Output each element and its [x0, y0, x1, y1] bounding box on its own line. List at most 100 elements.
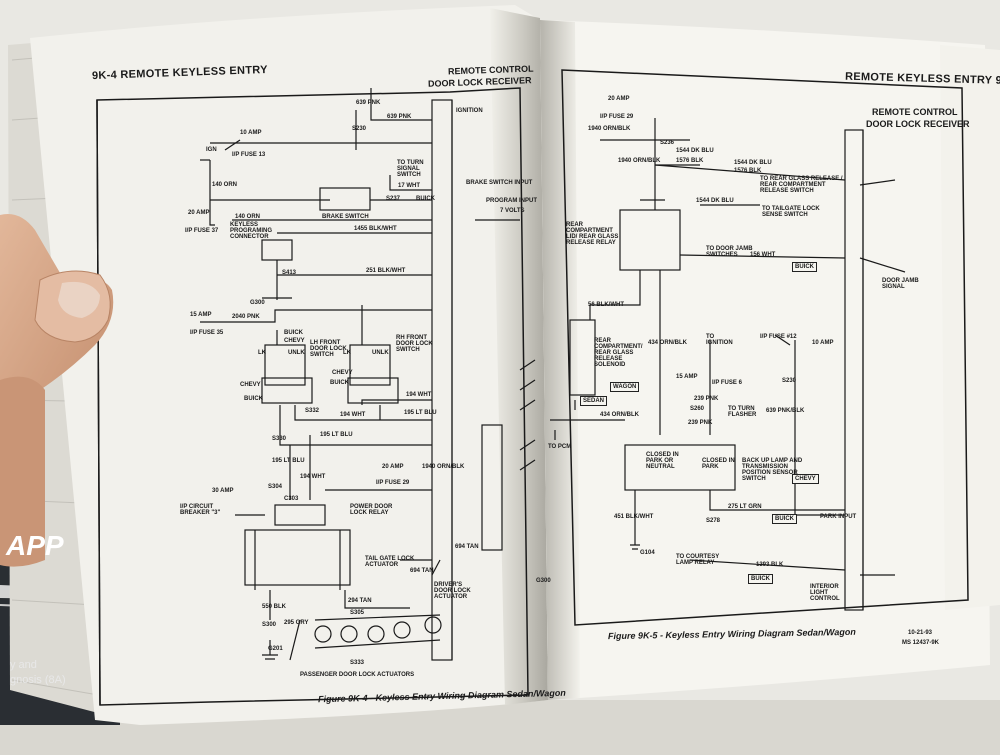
component-label: LH FRONT DOOR LOCK SWITCH	[310, 340, 347, 358]
wire-label: 2040 PNK	[232, 314, 260, 320]
wire-label: 194 WHT	[340, 412, 366, 418]
option-badge: CHEVY	[792, 474, 819, 484]
wire-label: 195 LT BLU	[320, 432, 353, 438]
switch-lk: LK	[343, 350, 351, 356]
wire-label: 1544 DK BLU	[676, 148, 714, 154]
wire-label: 140 ORN	[235, 214, 261, 220]
wire-label: 17 WHT	[398, 183, 421, 189]
right-wiring	[550, 118, 906, 611]
fuse-label: 10 AMP	[240, 130, 262, 136]
wire-label: 639 PNK/BLK	[766, 408, 805, 414]
wire-label: 295 GRY	[284, 620, 309, 626]
date-code: 10-21-93	[908, 630, 933, 636]
wire-label: 1455 BLK/WHT	[354, 226, 397, 232]
wire-label: TO TURN FLASHER	[728, 406, 757, 418]
splice-label: S230	[352, 126, 367, 132]
option-badge: BUICK	[748, 574, 773, 584]
left-page	[30, 5, 548, 725]
component-label: PASSENGER DOOR LOCK ACTUATORS	[300, 672, 415, 678]
component-label: KEYLESS PROGRAMING CONNECTOR	[230, 222, 272, 240]
ground-label: G300	[250, 300, 265, 306]
component-label: TAIL GATE LOCK ACTUATOR	[365, 556, 415, 568]
fuse-label: I/P FUSE 29	[600, 114, 634, 120]
wire-label: 434 ORN/BLK	[600, 412, 640, 418]
wire-label: 694 TAN	[410, 568, 434, 574]
splice-label: S237	[386, 196, 401, 202]
splice-label: S260	[690, 406, 705, 412]
wire-label: 275 LT GRN	[728, 504, 762, 510]
wire-label: CHEVY	[240, 382, 261, 388]
fuse-label: 20 AMP	[382, 464, 404, 470]
option-badge: WAGON	[610, 382, 640, 392]
wire-label: 156 WHT	[750, 252, 776, 258]
wire-label: 239 PNK	[694, 396, 719, 402]
hand	[0, 214, 114, 567]
cover-big-letters: APP	[6, 530, 64, 561]
wire-label: 1940 ORN/BLK	[588, 126, 631, 132]
splice-label: S413	[282, 270, 297, 276]
splice-label: S332	[305, 408, 320, 414]
wire-label: 1940 ORN/BLK	[618, 158, 661, 164]
wire-label: TO TURN SIGNAL SWITCH	[397, 160, 424, 178]
wire-label: CHEVY	[284, 338, 305, 344]
wire-label: 639 PNK	[356, 100, 381, 106]
right-page	[540, 20, 990, 700]
wire-label: 1393 BLK	[756, 562, 784, 568]
wire-label: IGNITION	[456, 108, 483, 114]
wire-label: PARK INPUT	[820, 514, 857, 520]
option-badge: SEDAN	[580, 396, 608, 406]
wire-label: 451 BLK/WHT	[614, 514, 654, 520]
wire-label: BRAKE SWITCH INPUT	[466, 180, 533, 186]
fuse-label: I/P FUSE 13	[232, 152, 266, 158]
splice-label: S236	[660, 140, 675, 146]
wire-label: TO PCM	[548, 444, 572, 450]
fuse-label: I/P FUSE #12	[760, 334, 797, 340]
breaker-label: I/P CIRCUIT BREAKER "3"	[180, 504, 221, 516]
connector-label: C303	[284, 496, 299, 502]
ground-label: G300	[536, 578, 551, 584]
fuse-label: 15 AMP	[190, 312, 212, 318]
wire-label: 434 ORN/BLK	[648, 340, 688, 346]
wire-label: 1576 BLK	[676, 158, 704, 164]
wire-label: TO DOOR JAMB SWITCHES	[706, 246, 753, 258]
ground-label: G201	[268, 646, 283, 652]
wire-label: TO TAILGATE LOCK SENSE SWITCH	[762, 206, 820, 218]
ground-label: G104	[640, 550, 655, 556]
component-label: POWER DOOR LOCK RELAY	[350, 504, 393, 516]
wire-label: PROGRAM INPUT	[486, 198, 537, 204]
wire-label: CHEVY	[332, 370, 353, 376]
switch-lk: LK	[258, 350, 266, 356]
switch-label: CLOSED IN PARK	[702, 458, 735, 470]
splice-label: S278	[706, 518, 721, 524]
right-module-title-2: DOOR LOCK RECEIVER	[866, 119, 970, 129]
wire-label: 7 VOLTS	[500, 208, 525, 214]
wire-label: BUICK	[330, 380, 349, 386]
fuse-label: 30 AMP	[212, 488, 234, 494]
wire-label: 550 BLK	[262, 604, 287, 610]
fuse-label: 20 AMP	[608, 96, 630, 102]
wire-label: TO COURTESY LAMP RELAY	[676, 554, 720, 566]
wire-label: BUICK	[244, 396, 263, 402]
wire-label: 195 LT BLU	[272, 458, 305, 464]
splice-label: S333	[350, 660, 365, 666]
switch-label: CLOSED IN PARK OR NEUTRAL	[646, 452, 679, 470]
component-label: RH FRONT DOOR LOCK SWITCH	[396, 335, 433, 353]
wire-label: 694 TAN	[455, 544, 479, 550]
wire-label: 195 LT BLU	[404, 410, 437, 416]
ms-code: MS 12437-9K	[902, 640, 940, 646]
wire-label: 1576 BLK	[734, 168, 762, 174]
fuse-label: I/P FUSE 29	[376, 480, 410, 486]
wire-label: 294 TAN	[348, 598, 372, 604]
fuse-label: 20 AMP	[188, 210, 210, 216]
cover-text-2: gnosis (8A)	[10, 674, 66, 686]
component-label: BACK UP LAMP AND TRANSMISSION POSITION S…	[742, 458, 803, 482]
wire-label: 1544 DK BLU	[734, 160, 772, 166]
component-label: REAR COMPARTMENT/ REAR GLASS RELEASE SOL…	[594, 338, 643, 368]
splice-label: S330	[272, 436, 287, 442]
wire-label: DOOR JAMB SIGNAL	[882, 278, 919, 290]
splice-label: S230	[782, 378, 797, 384]
switch-unlk: UNLK	[288, 350, 305, 356]
component-label: BRAKE SWITCH	[322, 214, 369, 220]
wire-label: 251 BLK/WHT	[366, 268, 406, 274]
